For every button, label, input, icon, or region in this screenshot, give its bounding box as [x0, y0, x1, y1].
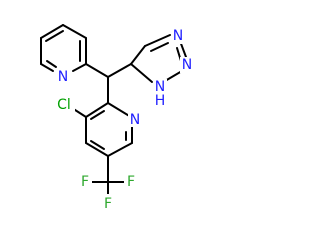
bond: [40, 63, 54, 72]
bond: [85, 102, 109, 118]
bond: [72, 63, 87, 72]
bond: [107, 142, 133, 157]
chemical-structure-diagram: N N N N H N Cl F F F: [40, 24, 194, 212]
atom-label-fluorine: F: [127, 174, 135, 190]
atom-label-fluorine: F: [81, 174, 89, 190]
bond: [40, 24, 64, 39]
bond: [144, 34, 171, 47]
bond: [90, 110, 105, 120]
atom-label-chlorine: Cl: [57, 97, 71, 113]
bond: [130, 63, 153, 83]
bond: [62, 24, 87, 39]
atom-label-nitrogen: N: [173, 28, 183, 44]
atom-label-nitrogen: N: [130, 112, 140, 128]
atom-label-nitrogen: N: [155, 79, 165, 95]
bond: [46, 60, 57, 68]
bond: [107, 102, 132, 118]
bond: [85, 142, 109, 157]
bond: [107, 63, 132, 78]
atom-label-nitrogen: N: [58, 69, 68, 85]
atom-label-nitrogen: N: [182, 57, 192, 73]
bond: [130, 45, 146, 65]
bonds: [40, 24, 187, 200]
bond: [85, 63, 109, 78]
bond: [164, 70, 183, 82]
bond: [90, 140, 105, 150]
bond: [150, 42, 169, 52]
bond: [45, 30, 64, 42]
atom-label-fluorine: F: [104, 196, 112, 212]
atom-labels: N N N N H N Cl F F F: [53, 28, 194, 212]
atom-label-hydrogen: H: [155, 93, 166, 109]
